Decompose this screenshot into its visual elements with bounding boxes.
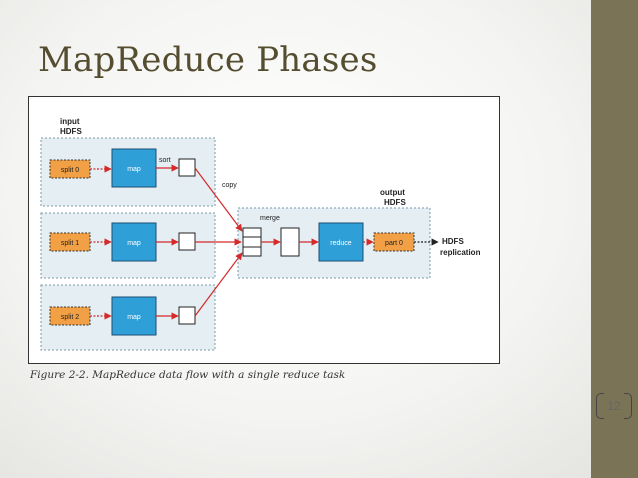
map-label-2: map bbox=[127, 314, 141, 321]
slide-title: MapReduce Phases bbox=[38, 40, 378, 80]
replication-label: replication bbox=[440, 248, 481, 257]
hdfs-label: HDFS bbox=[442, 237, 464, 246]
reduce-box bbox=[318, 222, 364, 262]
arrow-copy-0 bbox=[194, 167, 243, 232]
merge-stack bbox=[242, 227, 262, 257]
sort-buffer-1 bbox=[178, 232, 196, 251]
map-box-0 bbox=[111, 148, 157, 188]
slide-sidebar bbox=[591, 0, 638, 478]
map-label-0: map bbox=[127, 166, 141, 173]
map-box-2 bbox=[111, 296, 157, 336]
split-label-1: split 1 bbox=[61, 240, 79, 247]
page-number: 12 bbox=[596, 393, 632, 419]
merge-label: merge bbox=[260, 215, 280, 222]
output-hdfs-label: HDFS bbox=[384, 198, 406, 207]
input-hdfs-label: HDFS bbox=[60, 127, 82, 136]
arrow-copy-2 bbox=[194, 252, 243, 317]
page-number-text: 12 bbox=[607, 399, 621, 413]
sort-label: sort bbox=[159, 157, 171, 164]
figure-caption: Figure 2-2. MapReduce data flow with a s… bbox=[30, 369, 346, 381]
reduce-label: reduce bbox=[330, 240, 352, 247]
map-label-1: map bbox=[127, 240, 141, 247]
map-box-1 bbox=[111, 222, 157, 262]
split-label-0: split 0 bbox=[61, 167, 79, 174]
left-bracket-decoration bbox=[596, 393, 604, 419]
right-bracket-decoration bbox=[624, 393, 632, 419]
merged-buffer bbox=[280, 227, 300, 257]
copy-label: copy bbox=[222, 182, 237, 189]
part-label: part 0 bbox=[385, 240, 403, 247]
split-label-2: split 2 bbox=[61, 314, 79, 321]
input-label: input bbox=[60, 117, 80, 126]
output-label: output bbox=[380, 188, 405, 197]
sort-buffer-2 bbox=[178, 306, 196, 325]
mapreduce-diagram: input HDFS split 0 split 1 split 2 map m… bbox=[28, 96, 500, 364]
sort-buffer-0 bbox=[178, 158, 196, 177]
